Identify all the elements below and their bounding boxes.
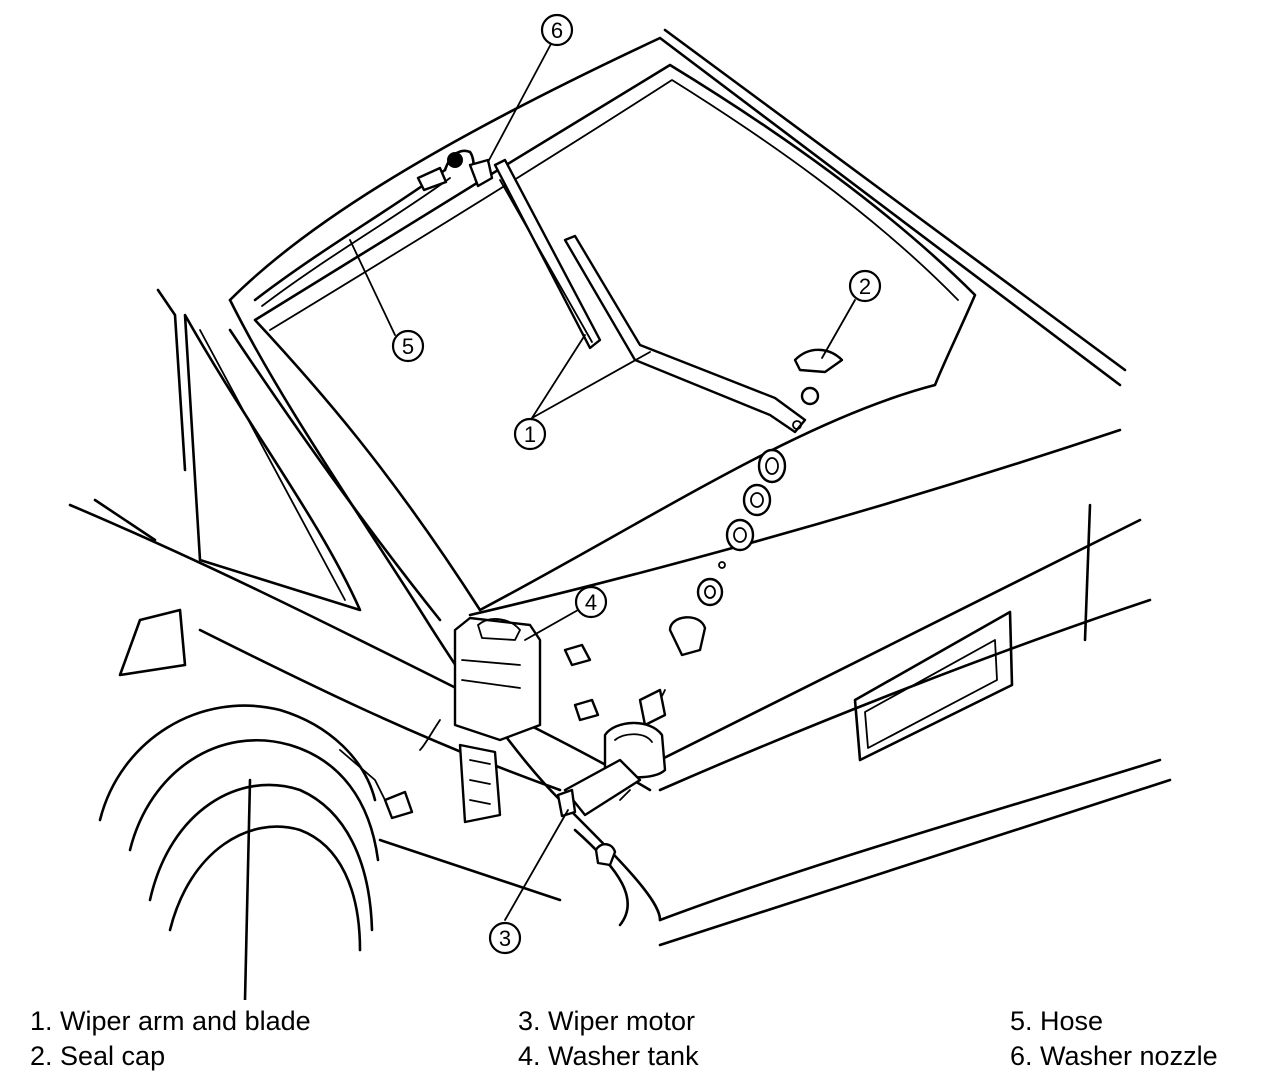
wiper-motor: [556, 721, 667, 867]
callout-2-number: 2: [859, 274, 871, 299]
callout-5-number: 5: [402, 334, 414, 359]
legend-column-1: 1. Wiper arm and blade 2. Seal cap: [30, 1004, 311, 1074]
callout-6: 6: [540, 13, 574, 47]
callout-4: 4: [574, 585, 608, 619]
callout-1-number: 1: [524, 422, 536, 447]
leader-lines: [349, 41, 856, 921]
callout-2: 2: [848, 269, 882, 303]
legend-column-2: 3. Wiper motor 4. Washer tank: [518, 1004, 699, 1074]
car-body-outline: [68, 28, 1172, 1000]
legend-item-washer-tank: 4. Washer tank: [518, 1041, 699, 1071]
washer-nozzle: [416, 152, 494, 192]
callout-6-number: 6: [551, 18, 563, 43]
legend-item-washer-nozzle: 6. Washer nozzle: [1010, 1041, 1218, 1071]
callout-1: 1: [513, 417, 547, 451]
legend-column-3: 5. Hose 6. Washer nozzle: [1010, 1004, 1218, 1074]
legend-item-hose: 5. Hose: [1010, 1006, 1104, 1036]
wiper-arm-and-blade: [493, 158, 807, 434]
legend-item-wiper-arm-and-blade: 1. Wiper arm and blade: [30, 1006, 311, 1036]
parts-legend: 1. Wiper arm and blade 2. Seal cap 3. Wi…: [0, 1004, 1264, 1080]
callout-5: 5: [391, 329, 425, 363]
wiper-system-diagram: 1 2 3 4 5 6: [68, 13, 1172, 1000]
callout-3-number: 3: [499, 926, 511, 951]
callout-4-number: 4: [585, 590, 597, 615]
callout-3: 3: [488, 921, 522, 955]
washer-hose: [253, 149, 480, 307]
legend-item-wiper-motor: 3. Wiper motor: [518, 1006, 696, 1036]
legend-item-seal-cap: 2. Seal cap: [30, 1041, 166, 1071]
pivot-hardware: [638, 386, 820, 727]
seal-cap: [793, 348, 844, 374]
washer-tank: [339, 616, 600, 824]
